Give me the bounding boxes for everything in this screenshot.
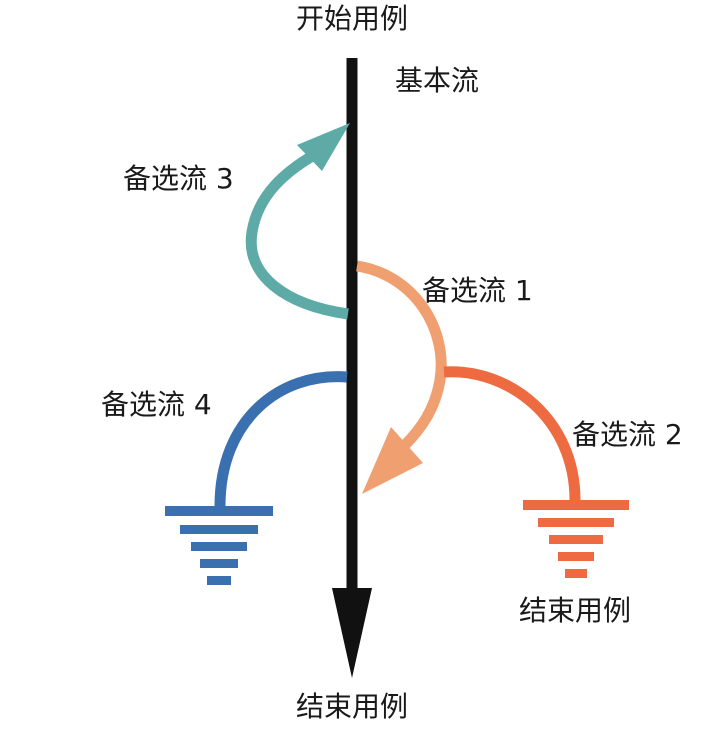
basic-flow-label: 基本流 [395, 64, 479, 97]
end-use-case-side-label: 结束用例 [519, 594, 631, 627]
alt-flow-2-path [443, 366, 581, 501]
end-use-case-main-label: 结束用例 [296, 690, 408, 723]
alt-flow-3-label: 备选流 3 [123, 162, 234, 195]
alt-flow-1-arrowhead [362, 427, 423, 494]
alt-flow-2-end-symbol [523, 500, 629, 578]
alt-flow-4-end-symbol [165, 506, 273, 585]
alt-flow-1-label: 备选流 1 [422, 274, 533, 307]
basic-flow-arrowhead [332, 588, 372, 678]
alt-flow-4-path [214, 371, 348, 507]
alt-flow-3-path [245, 150, 349, 320]
alt-flow-1-path [356, 260, 447, 450]
alt-flow-3-arrowhead [297, 123, 350, 171]
alt-flow-2-label: 备选流 2 [572, 418, 683, 451]
alt-flow-4-label: 备选流 4 [101, 388, 212, 421]
start-use-case-label: 开始用例 [296, 2, 408, 35]
